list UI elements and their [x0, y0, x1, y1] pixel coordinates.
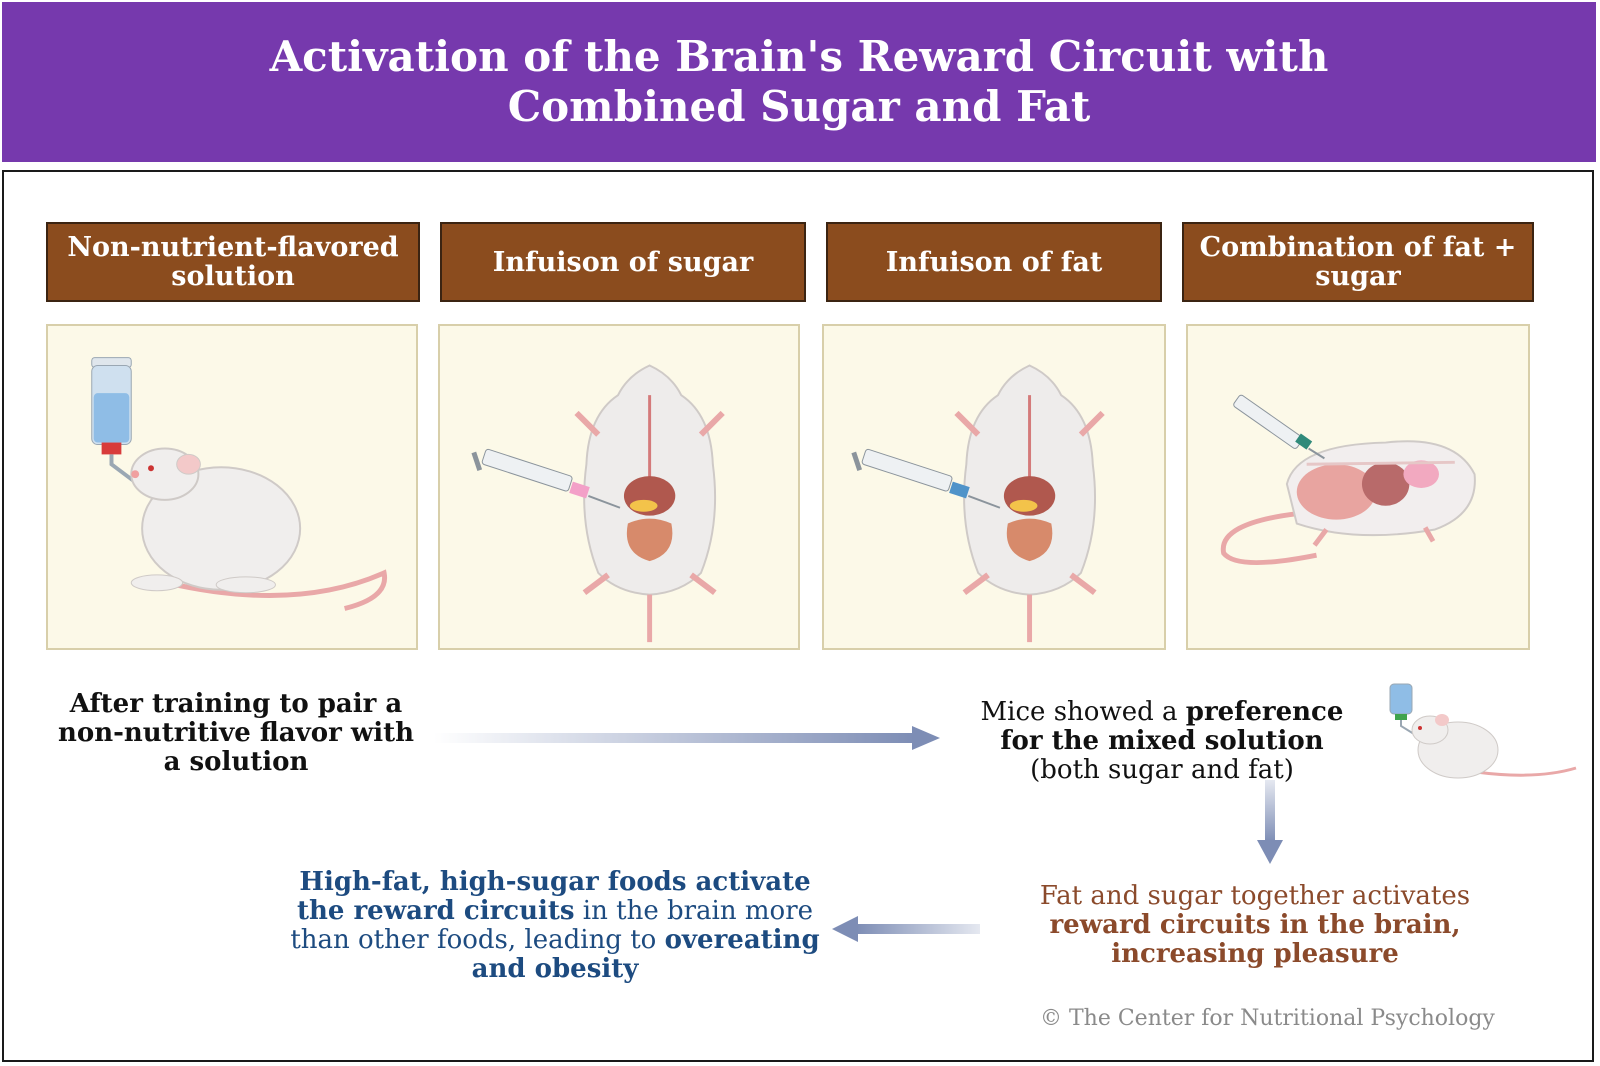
mouse-side-icon [1220, 440, 1476, 566]
stage-label-flavor: Non-nutrient-flavored solution [46, 222, 420, 302]
step-conclusion-text: High-fat, high-sugar foods activate the … [290, 868, 820, 984]
step-training-text: After training to pair a non-nutritive f… [57, 689, 415, 777]
panel-drinking-mouse [46, 324, 418, 650]
preference-pre: Mice showed a [980, 697, 1186, 727]
preference-bold: preference for the mixed solution [1000, 697, 1344, 756]
arrow-to-conclusion [832, 916, 980, 942]
combination-illustration [1220, 394, 1476, 566]
conclusion-bold1: High-fat, high-sugar foods activate the … [296, 867, 811, 926]
mouse-anatomy-icon [954, 364, 1105, 643]
stage-label-combination: Combination of fat + sugar [1182, 222, 1534, 302]
panel-fat-infusion [822, 324, 1166, 650]
panel-sugar-infusion [438, 324, 800, 650]
credit-line: © The Center for Nutritional Psychology [1040, 1006, 1495, 1031]
arrow-to-preference [434, 726, 940, 750]
conclusion-mid: in the brain more than other foods, lead… [290, 896, 814, 955]
diagram-frame [2, 170, 1594, 1062]
page-title: Activation of the Brain's Reward Circuit… [269, 32, 1329, 131]
preference-post: (both sugar and fat) [1030, 755, 1294, 785]
reward-line: Fat and sugar together activates [1039, 881, 1471, 911]
mouse-icon [130, 447, 388, 611]
sugar-infusion-illustration [471, 364, 725, 643]
arrow-to-reward [1257, 780, 1283, 864]
syringe-icon [1233, 394, 1325, 460]
stage-label-sugar: Infuison of sugar [440, 222, 806, 302]
reward-bold: reward circuits in the brain, increasing… [1049, 910, 1461, 969]
fat-infusion-illustration [851, 364, 1105, 643]
title-banner: Activation of the Brain's Reward Circuit… [2, 2, 1596, 162]
mouse-anatomy-icon [574, 364, 725, 643]
syringe-icon [851, 448, 1001, 509]
drinking-mouse-illustration [91, 357, 388, 611]
stage-label-fat: Infuison of fat [826, 222, 1162, 302]
water-bottle-icon [91, 357, 137, 484]
step-reward-text: Fat and sugar together activates reward … [1010, 882, 1500, 969]
small-mouse-icon [1389, 683, 1577, 779]
syringe-icon [471, 448, 621, 509]
panel-combination [1186, 324, 1530, 650]
conclusion-bold2: overeating and obesity [471, 925, 820, 984]
step-preference-text: Mice showed a preference for the mixed s… [962, 698, 1362, 785]
